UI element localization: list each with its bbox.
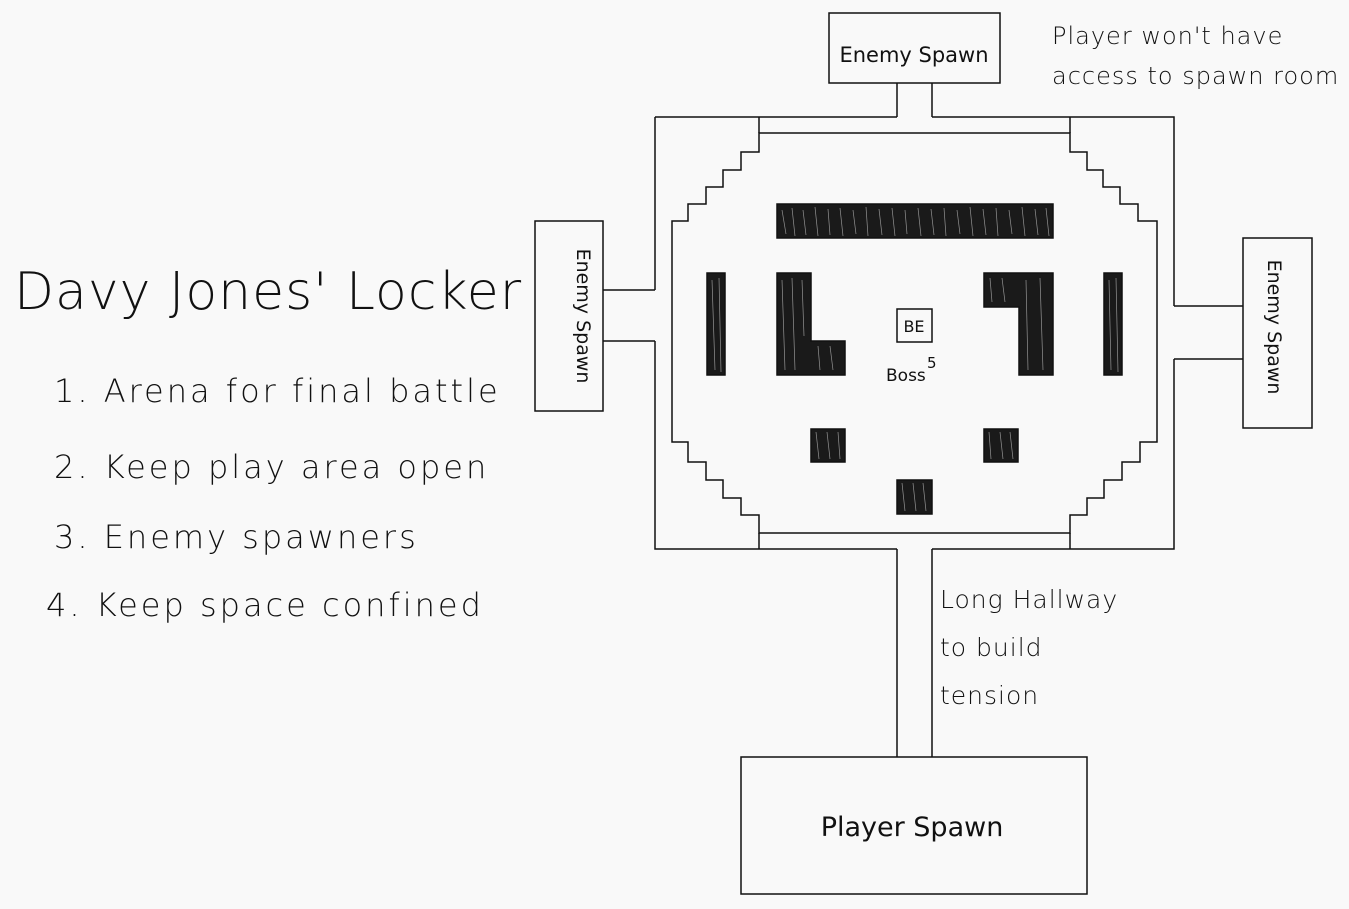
long-hallway [896, 549, 933, 757]
corridor-top [896, 83, 933, 117]
goal-item: 4. Keep space confined [46, 586, 484, 624]
enemy-spawn-room-right [1242, 237, 1313, 429]
boss-marker-text: BE [903, 317, 924, 336]
enemy-spawn-room-top [828, 12, 1001, 84]
obstacle-reverse-l-block [983, 272, 1054, 376]
corridor-right [1174, 305, 1243, 360]
boss-marker-box [896, 308, 933, 343]
boss-label: Boss [886, 366, 926, 386]
obstacle-right-pillar [1103, 272, 1123, 376]
arena-corner-lines [758, 117, 1071, 549]
corridor-left [603, 289, 655, 342]
obstacle-top-bar [776, 203, 1054, 239]
enemy-spawn-room-left [534, 220, 604, 412]
spawn-access-note: Player won't have access to spawn room [1052, 22, 1340, 90]
scribble-texture [711, 206, 1119, 512]
goal-item: 2. Keep play area open [54, 448, 490, 486]
boss-count: 5 [927, 354, 937, 372]
player-spawn-room [740, 756, 1088, 895]
arena-outer-wall [654, 116, 1175, 550]
page-title: Davy Jones' Locker [14, 262, 523, 322]
goal-item: 1. Arena for final battle [54, 372, 501, 410]
hallway-note: Long Hallway to build tension [940, 585, 1119, 710]
player-spawn-label: Player Spawn [821, 812, 1004, 843]
obstacle-left-pillar [706, 272, 726, 376]
goal-item: 3. Enemy spawners [54, 518, 419, 556]
obstacle-l-block [776, 272, 846, 376]
enemy-spawn-label-top: Enemy Spawn [839, 43, 988, 67]
enemy-spawn-label-right: Enemy Spawn [1263, 260, 1285, 395]
enemy-spawn-label-left: Enemy Spawn [572, 249, 594, 384]
